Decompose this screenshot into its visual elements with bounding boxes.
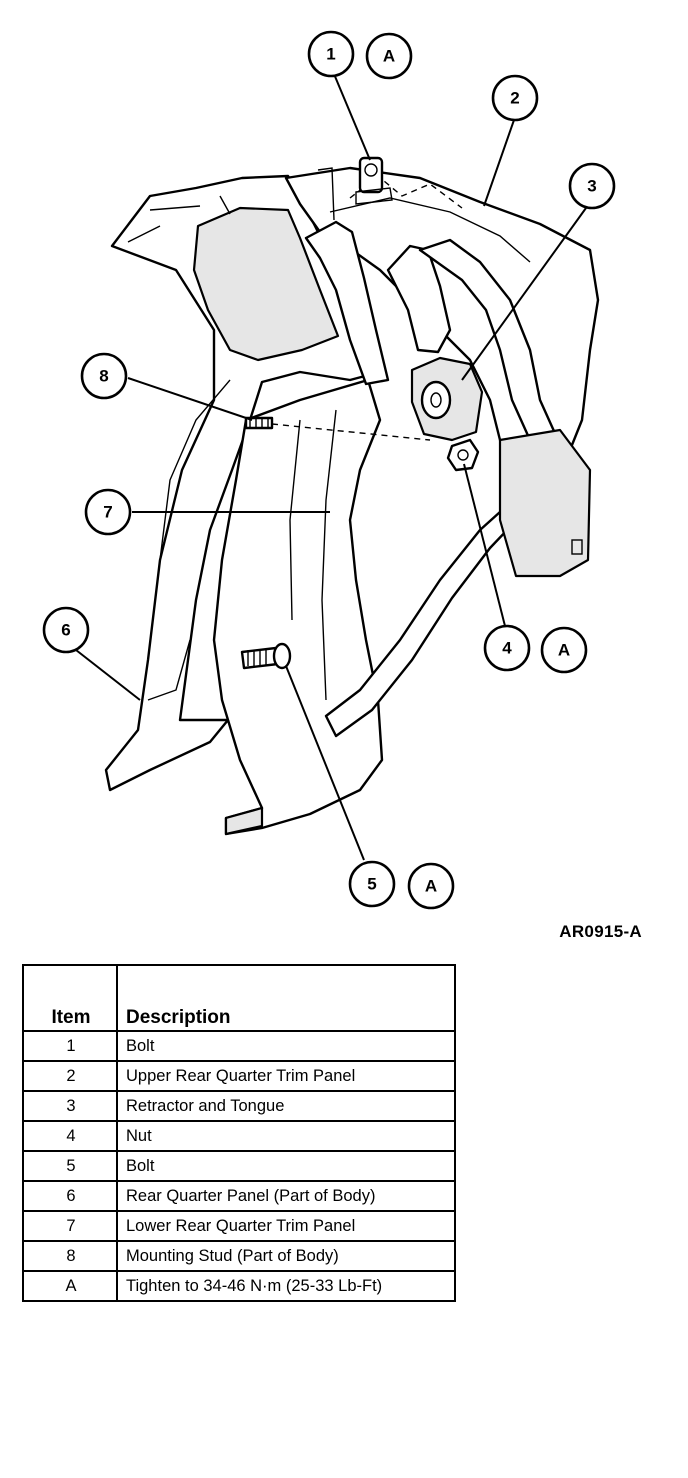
callout-5-torque-a: A <box>407 862 455 910</box>
callout-5: 5 <box>348 860 396 908</box>
description-cell: Mounting Stud (Part of Body) <box>116 1240 456 1272</box>
parts-legend-table: Item Description 1 Bolt 2 Upper Rear Qua… <box>22 964 456 1302</box>
description-cell: Lower Rear Quarter Trim Panel <box>116 1210 456 1242</box>
table-row: 1 Bolt <box>22 1030 456 1062</box>
description-cell: Upper Rear Quarter Trim Panel <box>116 1060 456 1092</box>
svg-text:3: 3 <box>587 177 596 196</box>
svg-text:2: 2 <box>510 89 519 108</box>
table-header-row: Item Description <box>22 964 456 1032</box>
item-cell: A <box>22 1270 118 1302</box>
table-row: 2 Upper Rear Quarter Trim Panel <box>22 1060 456 1092</box>
table-row: 7 Lower Rear Quarter Trim Panel <box>22 1210 456 1242</box>
table-row: 5 Bolt <box>22 1150 456 1182</box>
figure-code: AR0915-A <box>559 922 642 941</box>
item-cell: 8 <box>22 1240 118 1272</box>
item-cell: 6 <box>22 1180 118 1212</box>
callout-2: 2 <box>491 74 539 122</box>
description-cell: Bolt <box>116 1150 456 1182</box>
item-cell: 4 <box>22 1120 118 1152</box>
bolt-5-drawing <box>240 642 292 670</box>
callout-3: 3 <box>568 162 616 210</box>
nut-4-drawing <box>446 438 480 472</box>
callout-1: 1 <box>307 30 355 78</box>
svg-text:A: A <box>383 47 395 66</box>
table-row: 8 Mounting Stud (Part of Body) <box>22 1240 456 1272</box>
quarter-window-opening <box>192 206 340 362</box>
callout-6: 6 <box>42 606 90 654</box>
callout-4-torque-a: A <box>540 626 588 674</box>
table-row: A Tighten to 34-46 N·m (25-33 Lb-Ft) <box>22 1270 456 1302</box>
item-cell: 7 <box>22 1210 118 1242</box>
bolt-1-drawing <box>355 156 393 205</box>
buckle-bracket-drawing <box>498 428 592 578</box>
svg-text:A: A <box>425 877 437 896</box>
description-cell: Bolt <box>116 1030 456 1062</box>
svg-text:6: 6 <box>61 621 70 640</box>
description-column-header: Description <box>116 964 456 1032</box>
svg-text:1: 1 <box>326 45 335 64</box>
svg-text:A: A <box>558 641 570 660</box>
callout-1-torque-a: A <box>365 32 413 80</box>
table-row: 4 Nut <box>22 1120 456 1152</box>
svg-text:5: 5 <box>367 875 376 894</box>
description-cell: Retractor and Tongue <box>116 1090 456 1122</box>
callout-4: 4 <box>483 624 531 672</box>
description-cell: Rear Quarter Panel (Part of Body) <box>116 1180 456 1212</box>
item-column-header: Item <box>22 964 118 1032</box>
table-row: 6 Rear Quarter Panel (Part of Body) <box>22 1180 456 1212</box>
description-cell: Tighten to 34-46 N·m (25-33 Lb-Ft) <box>116 1270 456 1302</box>
description-cell: Nut <box>116 1120 456 1152</box>
seat-belt-webbing-drawing <box>304 220 390 386</box>
callout-7: 7 <box>84 488 132 536</box>
svg-text:7: 7 <box>103 503 112 522</box>
mounting-stud-8-drawing <box>244 416 431 441</box>
svg-text:4: 4 <box>502 639 512 658</box>
item-cell: 3 <box>22 1090 118 1122</box>
table-row: 3 Retractor and Tongue <box>22 1090 456 1122</box>
exploded-view-diagram: 1 A 2 3 8 7 6 4 A 5 A <box>42 30 616 910</box>
svg-text:8: 8 <box>99 367 108 386</box>
callout-8: 8 <box>80 352 128 400</box>
item-cell: 2 <box>22 1060 118 1092</box>
item-cell: 5 <box>22 1150 118 1182</box>
item-cell: 1 <box>22 1030 118 1062</box>
